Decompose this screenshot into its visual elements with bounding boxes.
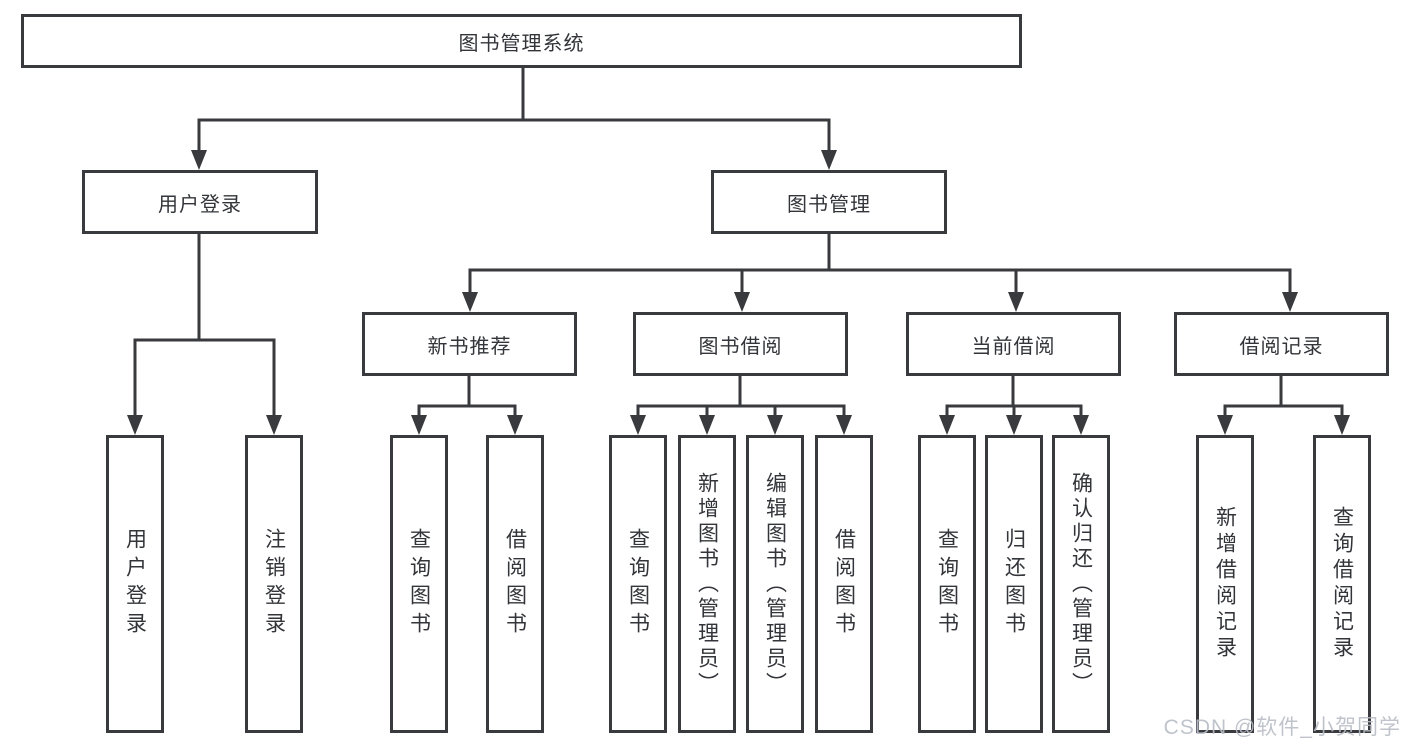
- node-book-management: 图书管理: [711, 170, 947, 234]
- node-user-login: 用户登录: [82, 170, 318, 234]
- leaf-add-borrow-record: 新增借阅记录: [1196, 435, 1254, 733]
- leaf-logout-login: 注销登录: [245, 435, 303, 733]
- leaf-add-books-admin: 新增图书（管理员）: [678, 435, 736, 733]
- leaf-borrow-books-recommend: 借阅图书: [486, 435, 544, 733]
- leaf-edit-books-admin: 编辑图书（管理员）: [746, 435, 804, 733]
- connector-book-management-to-level2: [468, 234, 1292, 298]
- leaf-return-books: 归还图书: [985, 435, 1043, 733]
- connector-new-book-to-leaves: [417, 376, 517, 421]
- node-current-borrowing: 当前借阅: [906, 312, 1121, 376]
- connector-root-to-level1: [197, 68, 831, 156]
- arrowheads: [127, 150, 1350, 435]
- leaf-query-books-borrowing: 查询图书: [609, 435, 667, 733]
- connector-book-borrowing-to-leaves: [636, 376, 846, 421]
- connector-current-borrowing-to-leaves: [945, 376, 1083, 421]
- leaf-borrow-books: 借阅图书: [815, 435, 873, 733]
- node-new-book-recommendation: 新书推荐: [362, 312, 577, 376]
- connector-borrowing-records-to-leaves: [1223, 376, 1344, 421]
- node-root-library-system: 图书管理系统: [21, 14, 1022, 68]
- watermark-text: CSDN @软件_小贺同学: [1163, 716, 1401, 739]
- node-borrowing-records: 借阅记录: [1174, 312, 1389, 376]
- leaf-confirm-return-admin: 确认归还（管理员）: [1052, 435, 1110, 733]
- leaf-query-books-current: 查询图书: [918, 435, 976, 733]
- leaf-user-login: 用户登录: [106, 435, 164, 733]
- leaf-query-books-recommend: 查询图书: [390, 435, 448, 733]
- connector-user-login-to-leaves: [133, 234, 276, 421]
- leaf-query-borrow-record: 查询借阅记录: [1313, 435, 1371, 733]
- node-book-borrowing: 图书借阅: [633, 312, 848, 376]
